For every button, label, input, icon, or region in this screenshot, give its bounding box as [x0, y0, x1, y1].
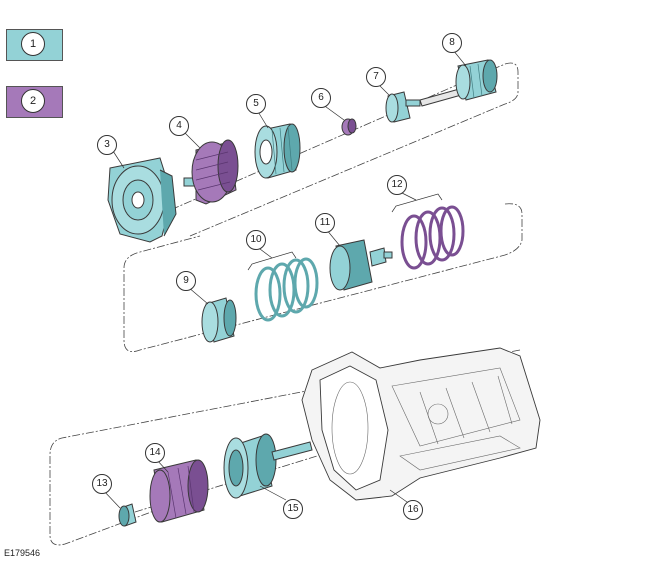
- part-3-front-housing: [107, 157, 177, 243]
- callout-4: 4: [169, 116, 189, 136]
- callout-9: 9: [176, 271, 196, 291]
- callout-13: 13: [92, 474, 112, 494]
- legend-number-2: 2: [21, 89, 45, 113]
- legend-item-2: 2: [6, 86, 63, 118]
- axis-line-upper: [119, 62, 519, 237]
- part-16-transmission-case: [301, 347, 541, 501]
- callout-16: 16: [403, 500, 423, 520]
- part-6-ring: [341, 118, 357, 136]
- part-10-clutch-plates: [254, 257, 319, 322]
- legend-item-1: 1: [6, 29, 63, 61]
- part-13-small-gear: [118, 503, 137, 527]
- axis-line-middle: [123, 203, 523, 353]
- part-11-hub-drum: [329, 239, 393, 291]
- callout-12: 12: [387, 175, 407, 195]
- callout-14: 14: [145, 443, 165, 463]
- part-12-clutch-plates: [400, 205, 465, 270]
- callout-3: 3: [97, 135, 117, 155]
- callout-5: 5: [246, 94, 266, 114]
- image-code: E179546: [4, 548, 41, 558]
- part-8-input-shaft-drum: [419, 59, 498, 107]
- callout-15: 15: [283, 499, 303, 519]
- part-4-clutch-drum: [183, 139, 239, 205]
- callout-10: 10: [246, 230, 266, 250]
- callout-8: 8: [442, 33, 462, 53]
- axis-line-lower: [49, 349, 521, 546]
- callout-7: 7: [366, 67, 386, 87]
- callout-6: 6: [311, 88, 331, 108]
- callout-11: 11: [315, 213, 335, 233]
- part-5-clutch-pack: [254, 123, 301, 179]
- legend-number-1: 1: [21, 32, 45, 56]
- part-15-output-ring-gear: [223, 433, 313, 499]
- part-7-carrier: [385, 91, 421, 123]
- part-9-ring-gear: [201, 297, 237, 343]
- part-14-planetary-carrier: [149, 459, 209, 523]
